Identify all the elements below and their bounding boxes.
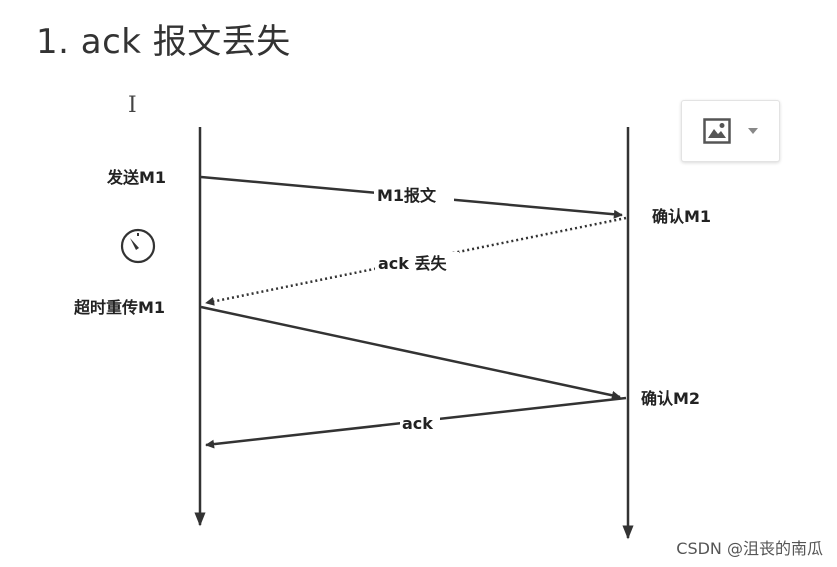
- ack-label: ack: [402, 414, 433, 433]
- timeout-resend-label: 超时重传M1: [73, 298, 165, 317]
- timer-icon: [120, 228, 156, 264]
- confirm-m1-label: 确认M1: [652, 207, 711, 226]
- resend-m1-arrow: [200, 305, 621, 400]
- page-title: 1. ack 报文丢失: [36, 22, 291, 62]
- send-m1-label: 发送M1: [106, 168, 166, 187]
- ack-lost-label: ack 丢失: [378, 254, 447, 273]
- ack-lost-arrow: [205, 216, 627, 306]
- image-icon: [703, 118, 731, 144]
- chevron-down-icon: [748, 128, 758, 134]
- confirm-m2-label: 确认M2: [641, 389, 700, 408]
- m1-message-label: M1报文: [377, 186, 437, 205]
- text-cursor-icon: I: [128, 93, 137, 118]
- watermark: CSDN @沮丧的南瓜: [676, 539, 823, 558]
- image-widget-button[interactable]: [681, 100, 780, 162]
